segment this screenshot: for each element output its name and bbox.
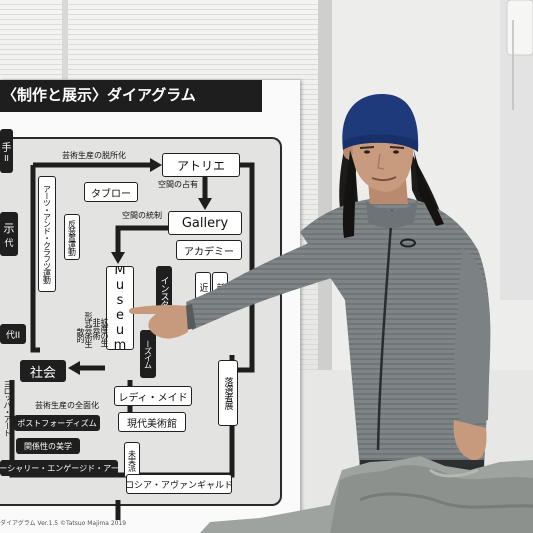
label-hisei: 非芸術 <box>92 318 101 339</box>
atelier-box: アトリエ <box>162 153 240 177</box>
left-top-roman: II <box>4 154 9 163</box>
gallery-box: Gallery <box>168 211 242 235</box>
left-era-box: 代II <box>0 324 26 344</box>
left-mid-char2: 代 <box>4 238 14 249</box>
label-kuukan-senyu: 空間の占有 <box>158 180 198 189</box>
board-title: 〈制作と展示〉ダイアグラム <box>2 86 196 104</box>
diagram-arrows <box>9 158 255 520</box>
label-datsu: 散的 <box>76 328 85 342</box>
social-engaged-box: ソーシャリー・エンゲージド・アート <box>0 460 118 476</box>
left-vertical-label: ヨロッパ・アート <box>3 380 12 436</box>
ism-box: ーズイム <box>140 330 156 378</box>
left-mid-char: 示 <box>3 221 15 235</box>
label-kuukan-tousei: 空間の統制 <box>122 211 162 220</box>
board-footer: ダイアグラム Ver.1.5 ©Tatsuo Majima 2019 <box>0 520 127 527</box>
left-mid-box: 示 代 <box>0 212 18 256</box>
left-top-box: 手 II <box>0 129 13 173</box>
board-title-bar <box>0 80 262 112</box>
rakusen-box: 落選者展 <box>218 360 238 426</box>
label-kakusan: 拡産の生 <box>100 318 109 346</box>
tableau-box: タブロー <box>84 182 138 202</box>
label-geijutsu-bunka: 芸術生産の脱所化 <box>62 151 126 160</box>
shakai-box: 社会 <box>20 360 66 382</box>
bunri-undo-box: 反装置運動 <box>64 214 80 260</box>
gendai-bijutsukan-box: 現代美術館 <box>118 412 186 432</box>
left-top-char: 手 <box>1 143 12 154</box>
russia-box: ロシア・アヴァンギャルド <box>126 474 232 494</box>
oakley-logo-icon <box>400 238 416 248</box>
label-keishiki: 形式芸術生 <box>84 312 93 347</box>
ready-made-box: レディ・メイド <box>114 386 192 406</box>
mijikkai-box: 未実派 <box>124 442 140 478</box>
arts-crafts-box: アーツ・アンド・クラフツ運動 <box>38 176 56 292</box>
label-zentai: 芸術生産の全面化 <box>35 401 99 410</box>
left-era-label: 代II <box>5 330 21 341</box>
kankeisei-box: 関係性の美学 <box>16 438 80 454</box>
academy-box: アカデミー <box>176 240 242 260</box>
museum-box: Museum <box>106 266 134 350</box>
post-fordism-box: ポストフォーディズム <box>14 415 100 431</box>
